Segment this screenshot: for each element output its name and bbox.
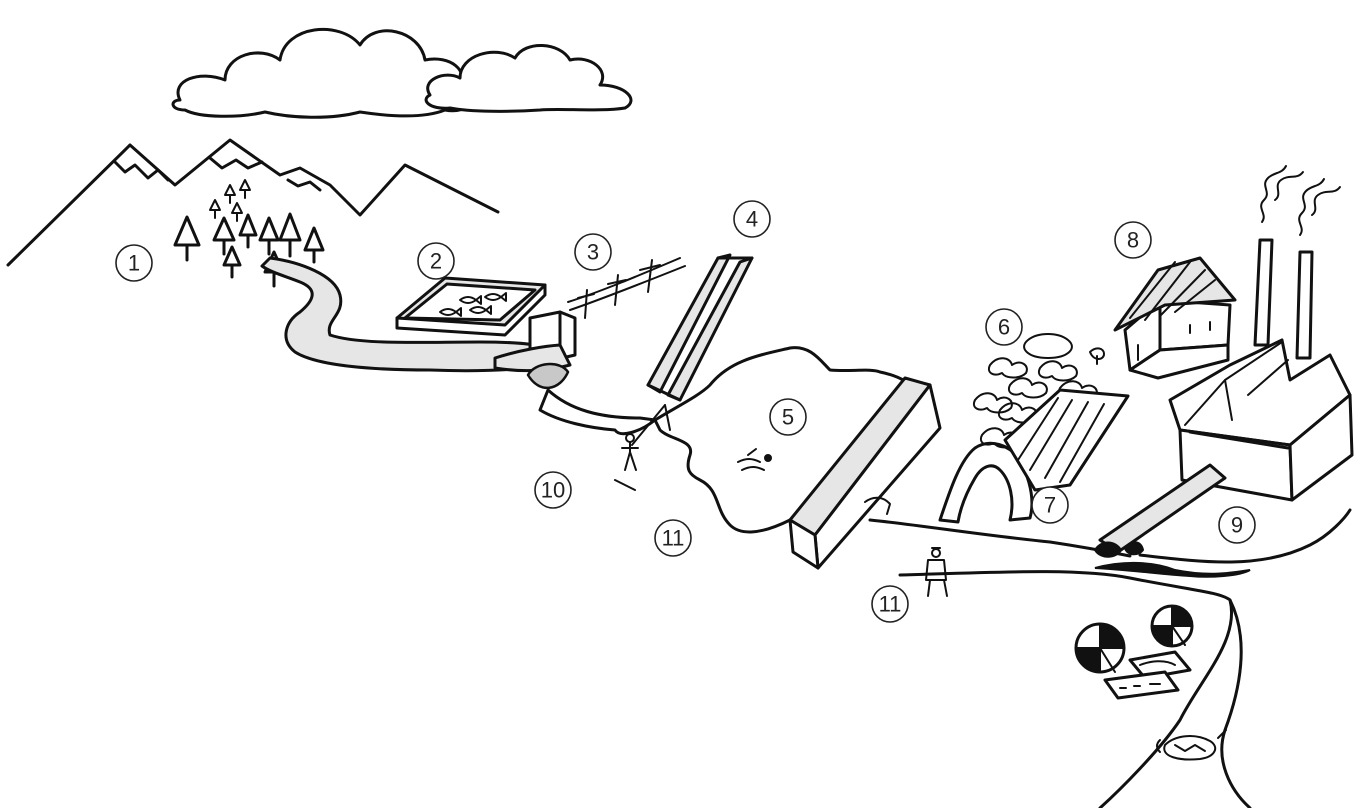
discharge-pipe — [1095, 465, 1225, 557]
marker-2: 2 — [418, 243, 454, 279]
marker-5: 5 — [770, 399, 806, 435]
svg-text:3: 3 — [587, 240, 599, 265]
marker-9: 9 — [1219, 507, 1255, 543]
hiker — [926, 548, 947, 596]
house — [1115, 258, 1235, 378]
marker-11-lower: 11 — [872, 586, 908, 622]
marker-4: 4 — [734, 201, 770, 237]
fish-farm — [397, 278, 545, 335]
svg-text:9: 9 — [1231, 513, 1243, 538]
marker-3: 3 — [575, 234, 611, 270]
smoke — [1261, 166, 1340, 235]
marker-11-upper: 11 — [655, 520, 691, 556]
marker-8: 8 — [1115, 222, 1151, 258]
svg-text:11: 11 — [879, 592, 902, 617]
svg-text:1: 1 — [128, 251, 140, 276]
svg-text:2: 2 — [430, 249, 442, 274]
svg-text:8: 8 — [1127, 228, 1139, 253]
svg-text:10: 10 — [541, 478, 565, 503]
marker-7: 7 — [1032, 487, 1068, 523]
marker-6: 6 — [986, 309, 1022, 345]
svg-text:11: 11 — [662, 526, 685, 551]
beach — [1076, 606, 1192, 698]
clouds — [173, 29, 631, 117]
sea-swimmer — [1157, 730, 1226, 759]
svg-text:7: 7 — [1044, 493, 1056, 518]
marker-10: 10 — [535, 472, 571, 508]
svg-text:5: 5 — [782, 405, 794, 430]
marker-1: 1 — [116, 245, 152, 281]
svg-text:4: 4 — [746, 207, 758, 232]
svg-text:6: 6 — [998, 315, 1010, 340]
river-channel — [540, 390, 655, 434]
